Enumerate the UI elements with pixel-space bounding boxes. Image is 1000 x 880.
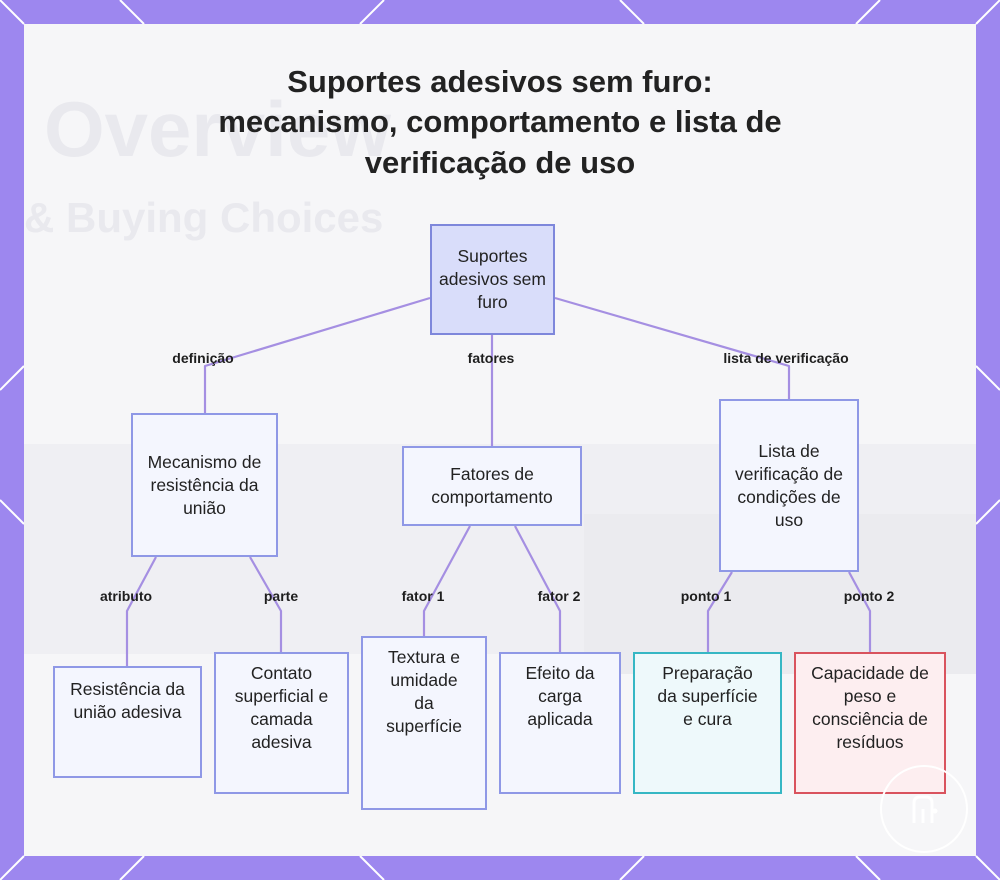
node-checklist-label: Lista de verificação de condições de uso [735,440,843,530]
node-texture: Textura e umidade da superfície [361,636,487,810]
node-load-label: Efeito da carga aplicada [525,663,595,729]
node-root: Suportes adesivos sem furo [430,224,555,335]
edge-label-checklist: lista de verificação [723,350,849,366]
title-line: Suportes adesivos sem furo: [287,64,713,99]
edge-label-factor1: fator 1 [401,588,445,604]
node-checklist: Lista de verificação de condições de uso [719,399,859,572]
node-bond-strength-label: Resistência da união adesiva [70,679,185,722]
node-mechanism: Mecanismo de resistência da união [131,413,278,557]
edge-definition [203,296,431,413]
title-line: mecanismo, comportamento e lista de [218,104,782,140]
edge-label-point2: ponto 2 [843,588,895,604]
node-capacity-label: Capacidade de peso e consciência de resí… [811,663,929,752]
background-ghost-text: Overview [44,85,391,173]
edge-attribute [125,556,157,666]
brand-logo-icon [880,765,968,853]
title-line: verificação de uso [364,144,636,180]
background-ghost-text: & Buying Choices [24,194,384,241]
edge-checklist [554,296,791,399]
node-bond-strength: Resistência da união adesiva [53,666,202,778]
edge-label-factor2: fator 2 [537,588,581,604]
edge-label-part: parte [263,588,299,604]
node-factors-label: Fatores de comportamento [431,464,553,507]
edge-label-definition: definição [172,350,234,366]
edge-label-point1: ponto 1 [680,588,732,604]
node-prep-label: Preparação da superfície e cura [657,663,758,729]
node-contact-label: Contato superficial e camada adesiva [234,663,329,752]
edge-part [249,556,283,652]
node-load: Efeito da carga aplicada [499,652,621,794]
node-prep: Preparação da superfície e cura [633,652,782,794]
edge-label-attribute: atributo [99,588,153,604]
diagram-title: Suportes adesivos sem furo: mecanismo, c… [150,62,850,183]
edge-point2 [848,571,872,652]
edge-label-factors: fatores [467,350,515,366]
edge-factor1 [422,525,471,636]
node-root-label: Suportes adesivos sem furo [439,246,546,312]
edge-factor2 [514,525,562,652]
logo-mark-icon [912,795,938,823]
node-contact: Contato superficial e camada adesiva [214,652,349,794]
node-texture-label: Textura e umidade da superfície [386,647,462,736]
node-mechanism-label: Mecanismo de resistência da união [147,451,262,518]
node-factors: Fatores de comportamento [402,446,582,526]
edge-point1 [706,571,733,652]
